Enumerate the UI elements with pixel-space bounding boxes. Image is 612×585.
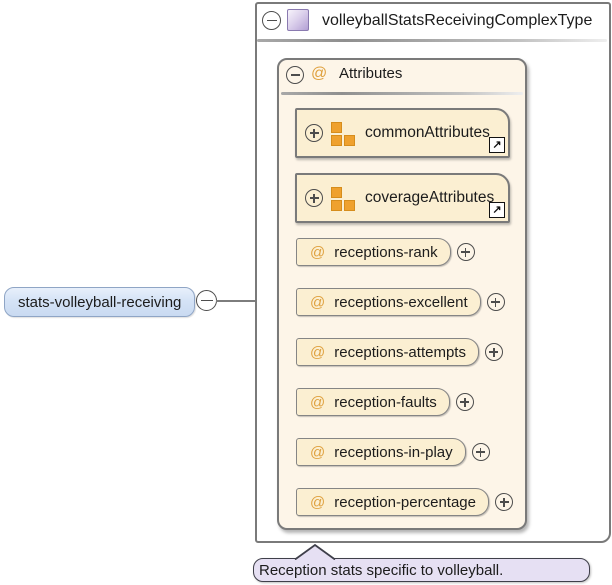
attribute-label: receptions-excellent	[334, 293, 468, 311]
tooltip-pointer	[294, 544, 336, 560]
attribute-at-icon: @	[310, 293, 326, 311]
attribute-label: receptions-rank	[334, 243, 438, 261]
attribute-row: @ receptions-attempts	[296, 338, 503, 366]
follow-reference-icon[interactable]: ↗	[489, 137, 505, 153]
header-separator	[257, 39, 607, 42]
attribute-node[interactable]: @ reception-faults	[296, 388, 450, 416]
attribute-node[interactable]: @ receptions-in-play	[296, 438, 466, 466]
collapse-toggle-icon[interactable]	[262, 11, 281, 30]
attribute-group-label: commonAttributes	[365, 124, 490, 141]
expand-toggle-icon[interactable]	[484, 343, 503, 361]
complex-type-icon	[287, 9, 309, 31]
attribute-node[interactable]: @ receptions-attempts	[296, 338, 479, 366]
attribute-row: @ receptions-excellent	[296, 288, 505, 316]
element-node[interactable]: stats-volleyball-receiving	[4, 287, 196, 317]
attribute-label: reception-percentage	[334, 493, 476, 511]
expand-toggle-icon[interactable]	[305, 124, 323, 142]
attribute-label: reception-faults	[334, 393, 437, 411]
element-label: stats-volleyball-receiving	[18, 293, 182, 311]
attribute-at-icon: @	[310, 443, 326, 461]
complex-type-title: volleyballStatsReceivingComplexType	[322, 12, 593, 29]
expand-toggle-icon[interactable]	[486, 293, 505, 311]
attribute-group-icon	[330, 186, 356, 212]
attributes-separator	[281, 92, 523, 95]
attribute-label: receptions-in-play	[334, 443, 453, 461]
collapse-toggle-icon[interactable]	[196, 290, 217, 311]
attribute-at-icon: @	[310, 243, 326, 261]
expand-toggle-icon[interactable]	[471, 443, 490, 461]
attribute-group-label: coverageAttributes	[365, 189, 495, 206]
attribute-label: receptions-attempts	[334, 343, 466, 361]
follow-reference-icon[interactable]: ↗	[489, 202, 505, 218]
attribute-row: @ receptions-rank	[296, 238, 475, 266]
attribute-at-icon: @	[310, 493, 326, 511]
attribute-node[interactable]: @ receptions-excellent	[296, 288, 481, 316]
attribute-node[interactable]: @ receptions-rank	[296, 238, 451, 266]
attribute-node[interactable]: @ reception-percentage	[296, 488, 489, 516]
attribute-row: @ reception-percentage	[296, 488, 513, 516]
documentation-tooltip: Reception stats specific to volleyball.	[253, 558, 590, 582]
expand-toggle-icon[interactable]	[455, 393, 474, 411]
attributes-section-title: Attributes	[339, 65, 403, 82]
attribute-row: @ reception-faults	[296, 388, 474, 416]
expand-toggle-icon[interactable]	[305, 189, 323, 207]
expand-toggle-icon[interactable]	[456, 243, 475, 261]
documentation-text: Reception stats specific to volleyball.	[259, 561, 504, 579]
expand-toggle-icon[interactable]	[495, 493, 513, 511]
connector-line	[216, 300, 256, 302]
attribute-group-common[interactable]: commonAttributes ↗	[295, 108, 510, 158]
collapse-toggle-icon[interactable]	[286, 66, 304, 84]
attribute-at-icon: @	[310, 343, 326, 361]
attribute-group-icon	[330, 121, 356, 147]
attribute-group-coverage[interactable]: coverageAttributes ↗	[295, 173, 510, 223]
attribute-at-icon: @	[311, 65, 328, 82]
attribute-row: @ receptions-in-play	[296, 438, 490, 466]
attribute-at-icon: @	[310, 393, 326, 411]
